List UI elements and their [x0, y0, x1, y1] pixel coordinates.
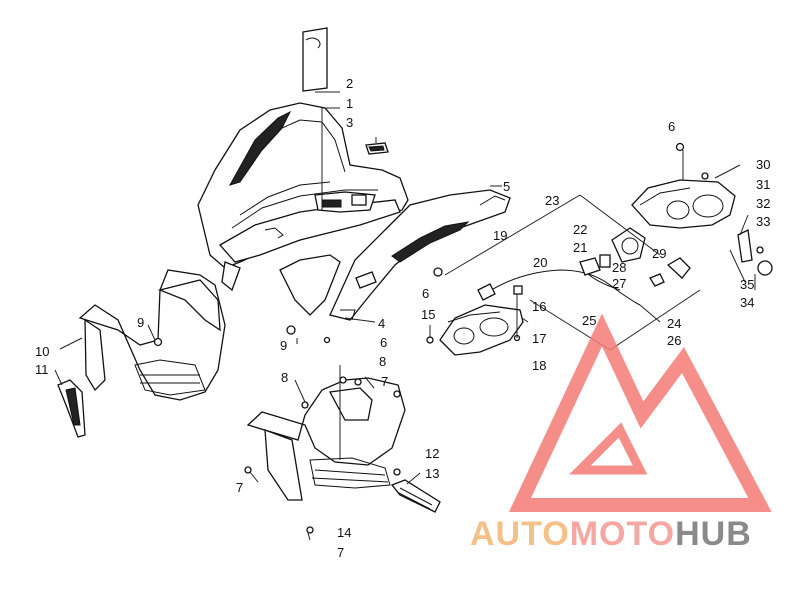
front-fender-part-1 [197, 102, 409, 316]
mudflap-part-11 [54, 369, 86, 438]
callout-labels: 1 2 3 4 5 6 6 6 7 7 7 8 8 9 9 10 11 12 1… [35, 76, 770, 560]
fasteners [153, 142, 764, 534]
callout-16: 16 [532, 299, 546, 314]
callout-9-left: 9 [137, 315, 144, 330]
callout-7-left: 7 [236, 480, 243, 495]
callout-32: 32 [756, 196, 770, 211]
callout-22: 22 [573, 222, 587, 237]
callout-14: 14 [337, 525, 351, 540]
footwell-right-part [246, 365, 406, 501]
callout-15: 15 [421, 307, 435, 322]
bracket-part [729, 214, 773, 290]
side-panel-part-5 [329, 185, 511, 321]
callout-8-right: 8 [379, 354, 386, 369]
decal-part-2 [302, 27, 340, 93]
callout-30: 30 [756, 157, 770, 172]
leader-lines [147, 317, 376, 541]
callout-7-right: 7 [381, 374, 388, 389]
callout-20: 20 [533, 255, 547, 270]
callout-6-fender: 6 [422, 286, 429, 301]
callout-9-center: 9 [280, 338, 287, 353]
callout-13: 13 [425, 466, 439, 481]
headlight-right [631, 150, 741, 287]
callout-19: 19 [493, 228, 507, 243]
sticker-part-3 [365, 137, 389, 155]
callout-28: 28 [612, 260, 626, 275]
callout-24: 24 [667, 316, 681, 331]
callout-21: 21 [573, 240, 587, 255]
wiring-harness [444, 194, 701, 351]
callout-10: 10 [35, 344, 49, 359]
callout-3: 3 [346, 115, 353, 130]
callout-31: 31 [756, 177, 770, 192]
callout-5: 5 [503, 179, 510, 194]
callout-27: 27 [612, 276, 626, 291]
callout-26: 26 [667, 333, 681, 348]
headlight-left [429, 285, 529, 356]
callout-12: 12 [425, 446, 439, 461]
step-part-13 [390, 472, 441, 513]
callout-2: 2 [346, 76, 353, 91]
callout-34: 34 [740, 295, 754, 310]
callout-23: 23 [545, 193, 559, 208]
callout-17: 17 [532, 331, 546, 346]
callout-6-headlight: 6 [668, 119, 675, 134]
callout-4: 4 [378, 316, 385, 331]
callout-7-bottom: 7 [337, 545, 344, 560]
callout-11: 11 [35, 362, 49, 377]
callout-8-left: 8 [281, 370, 288, 385]
callout-1: 1 [346, 96, 353, 111]
watermark-logo [508, 313, 772, 512]
footwell-left-part-10 [59, 269, 226, 401]
callout-18: 18 [532, 358, 546, 373]
callout-25: 25 [582, 313, 596, 328]
callout-33: 33 [756, 214, 770, 229]
callout-6-footwell: 6 [380, 335, 387, 350]
callout-35: 35 [740, 277, 754, 292]
callout-29: 29 [652, 246, 666, 261]
